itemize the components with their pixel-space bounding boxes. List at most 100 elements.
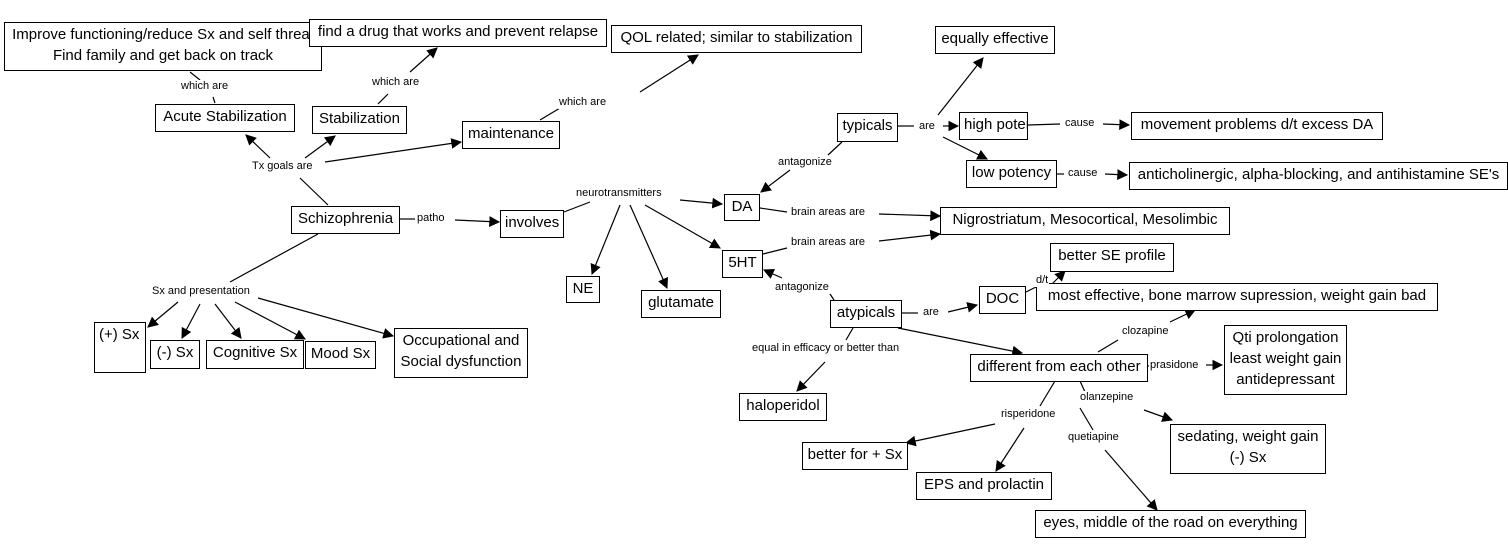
haloperidol-node: haloperidol	[739, 393, 827, 421]
high-potency-node: high potency	[959, 112, 1028, 140]
edge-atyp-antag	[829, 293, 835, 301]
edge-diff-cloz	[1097, 339, 1119, 353]
edge-neuro-glut	[629, 204, 668, 289]
edge-txgoals-maint	[324, 138, 463, 163]
stabilization-node: Stabilization	[312, 106, 407, 134]
link-label-neurotransmitters: neurotransmitters	[575, 187, 663, 200]
eyes-middle-node: eyes, middle of the road on everything	[1035, 510, 1306, 538]
5ht-node: 5HT	[722, 250, 763, 278]
edge-patho-involves	[454, 216, 501, 227]
anticholinergic-se-node: anticholinergic, alpha-blocking, and ant…	[1129, 162, 1508, 190]
negative-sx-node: (-) Sx	[150, 340, 200, 369]
edge-sx-neg	[181, 303, 201, 339]
link-label-are-atypicals: are	[922, 306, 940, 319]
edge-doc-better	[1051, 270, 1066, 285]
edge-brain-nigro-da	[878, 210, 942, 222]
qti-line-2: least weight gain	[1229, 350, 1342, 367]
low-potency-node: low potency	[966, 160, 1057, 188]
edge-neuro-da	[679, 197, 724, 209]
cognitive-sx-node: Cognitive Sx	[206, 340, 304, 369]
edge-da-brain	[759, 207, 788, 213]
edge-doc-dt	[1025, 286, 1037, 293]
edge-schizo-txgoals	[299, 177, 329, 206]
link-label-antagonize-da: antagonize	[777, 156, 833, 169]
involves-node: involves	[500, 210, 564, 238]
edge-cause-antichol	[1104, 169, 1129, 180]
edge-cloz-mosteff	[1169, 309, 1196, 323]
edge-neuro-ne	[590, 204, 621, 276]
link-label-which-are-maint: which are	[558, 96, 608, 109]
stabilization-goal-node: find a drug that works and prevent relap…	[309, 19, 607, 47]
edge-sx-cog	[214, 303, 242, 339]
nigrostriatum-node: Nigrostriatum, Mesocortical, Mesolimbic	[940, 207, 1230, 235]
maintenance-goal-node: QOL related; similar to stabilization	[611, 25, 862, 53]
sedating-line-1: sedating, weight gain	[1177, 428, 1319, 445]
edge-equal-halo	[796, 361, 826, 392]
edge-acute-whichare	[212, 96, 216, 104]
link-label-equal-efficacy: equal in efficacy or better than	[751, 342, 901, 355]
edge-whichare-goalstab	[409, 47, 438, 73]
most-effective-node: most effective, bone marrow supression, …	[1036, 283, 1438, 311]
edge-txgoals-acute	[245, 134, 271, 159]
qti-line-3: antidepressant	[1236, 371, 1335, 388]
link-label-dt: d/t	[1035, 274, 1050, 287]
link-label-prasidone: prasidone	[1149, 359, 1200, 372]
atypicals-node: atypicals	[830, 300, 902, 328]
eps-prolactin-node: EPS and prolactin	[916, 472, 1052, 500]
link-label-which-are-stab: which are	[371, 76, 421, 89]
link-label-quetiapine: quetiapine	[1067, 431, 1120, 444]
edge-diff-risp	[1039, 380, 1056, 407]
link-label-risperidone: risperidone	[1000, 408, 1057, 421]
link-label-tx-goals: Tx goals are	[251, 160, 314, 173]
occ-line-1: Occupational and	[402, 332, 520, 349]
link-label-clozapine: clozapine	[1121, 325, 1170, 338]
acute-goal-line-2: Find family and get back on track	[52, 47, 274, 64]
better-se-profile-node: better SE profile	[1050, 243, 1174, 272]
edge-sx-mood	[234, 301, 306, 340]
link-label-which-are-acute: which are	[180, 80, 230, 93]
schizophrenia-node: Schizophrenia	[291, 206, 400, 234]
edge-whichare-goals	[189, 71, 201, 81]
edge-diff-quet	[1079, 407, 1094, 431]
doc-node: DOC	[979, 286, 1026, 314]
edge-typ-antag	[827, 141, 843, 156]
edge-antag-da	[760, 169, 791, 193]
movement-problems-node: movement problems d/t excess DA	[1131, 112, 1383, 140]
edge-diff-olan	[1079, 380, 1086, 393]
better-for-pos-sx-node: better for + Sx	[802, 442, 908, 470]
da-node: DA	[724, 194, 760, 221]
occ-line-2: Social dysfunction	[400, 353, 522, 370]
link-label-cause-low: cause	[1067, 167, 1099, 180]
edge-atyp-different	[897, 327, 1024, 357]
edge-involves-neuro	[563, 201, 591, 213]
edge-high-cause	[1027, 123, 1061, 126]
link-label-patho: patho	[416, 212, 446, 225]
sedating-line-2: (-) Sx	[1229, 449, 1267, 466]
ne-node: NE	[566, 276, 600, 303]
maintenance-node: maintenance	[462, 121, 560, 149]
link-label-brain-areas-da: brain areas are	[790, 206, 866, 219]
glutamate-node: glutamate	[641, 290, 721, 318]
link-label-brain-areas-5ht: brain areas are	[790, 236, 866, 249]
positive-sx-node: (+) Sx	[94, 322, 146, 373]
edge-olan-sedating	[1143, 409, 1174, 422]
acute-stabilization-goal-node: Improve functioning/reduce Sx and self t…	[4, 22, 322, 71]
link-label-are-typicals: are	[918, 120, 936, 133]
edge-are-doc	[947, 302, 979, 313]
occupational-social-node: Occupational and Social dysfunction	[394, 328, 528, 378]
edge-maint-whichare	[539, 107, 561, 121]
qti-line-1: Qti prolongation	[1232, 329, 1339, 346]
edge-txgoals-stab	[304, 135, 336, 159]
sedating-node: sedating, weight gain (-) Sx	[1170, 424, 1326, 474]
edge-antag-5ht	[763, 269, 783, 279]
edge-quet-eyes	[1104, 449, 1158, 511]
edge-neuro-5ht	[644, 204, 721, 249]
edge-risp-eps	[995, 427, 1025, 472]
acute-goal-line-1: Improve functioning/reduce Sx and self t…	[12, 26, 314, 43]
link-label-olanzepine: olanzepine	[1079, 391, 1135, 404]
mood-sx-node: Mood Sx	[305, 341, 376, 369]
edge-5ht-brain	[762, 247, 788, 255]
edge-are-low	[942, 136, 988, 160]
edge-atyp-equal	[845, 327, 854, 341]
